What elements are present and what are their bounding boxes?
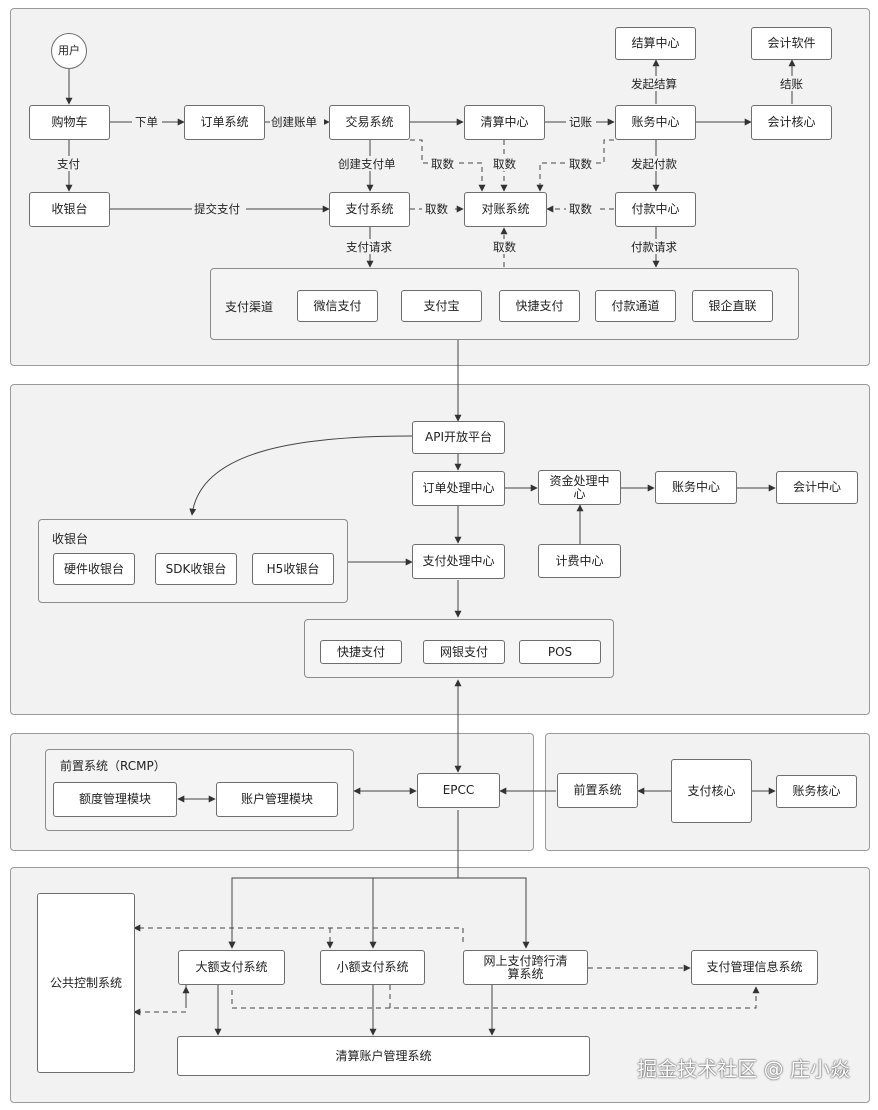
public-control-system-node: 公共控制系统 bbox=[37, 893, 135, 1073]
payout-center-node: 付款中心 bbox=[615, 192, 696, 227]
wechat-pay-node: 微信支付 bbox=[297, 290, 378, 322]
watermark: 掘金技术社区 @ 庄小焱 bbox=[637, 1057, 850, 1081]
order-system-node: 订单系统 bbox=[184, 105, 265, 140]
accounting-core-node: 会计核心 bbox=[751, 105, 832, 140]
accounting-software-node: 会计软件 bbox=[751, 27, 832, 60]
fee-center-node: 计费中心 bbox=[538, 544, 621, 578]
payment-core-node: 支付核心 bbox=[671, 759, 752, 823]
rcmp-group-title: 前置系统（RCMP） bbox=[60, 759, 166, 773]
quick-pay-mid-node: 快捷支付 bbox=[320, 640, 402, 664]
reconciliation-system-node: 对账系统 bbox=[464, 192, 547, 227]
online-cross-bank-clearing-node: 网上支付跨行清算系统 bbox=[463, 950, 588, 985]
cashier-top-node: 收银台 bbox=[29, 192, 110, 227]
payout-channel-node: 付款通道 bbox=[595, 290, 676, 322]
hardware-cashier-node: 硬件收银台 bbox=[53, 553, 135, 585]
small-payment-system-node: 小额支付系统 bbox=[320, 950, 425, 985]
pos-node: POS bbox=[519, 640, 601, 664]
bank-direct-node: 银企直联 bbox=[692, 290, 773, 322]
account-center-top-node: 账务中心 bbox=[615, 105, 696, 140]
payment-system-node: 支付系统 bbox=[329, 192, 410, 227]
trade-system-node: 交易系统 bbox=[329, 105, 410, 140]
accounting-center-node: 会计中心 bbox=[776, 471, 858, 504]
account-core-right-node: 账务核心 bbox=[776, 775, 857, 808]
clearing-center-node: 清算中心 bbox=[464, 105, 545, 140]
order-processing-node: 订单处理中心 bbox=[412, 471, 505, 506]
front-system-node: 前置系统 bbox=[557, 773, 638, 808]
ebank-pay-node: 网银支付 bbox=[423, 640, 505, 664]
sdk-cashier-node: SDK收银台 bbox=[155, 553, 237, 585]
quick-pay-top-node: 快捷支付 bbox=[499, 290, 580, 322]
h5-cashier-node: H5收银台 bbox=[252, 553, 334, 585]
api-platform-node: API开放平台 bbox=[412, 421, 505, 454]
settlement-center-node: 结算中心 bbox=[615, 27, 696, 60]
fund-processing-node: 资金处理中心 bbox=[538, 470, 621, 505]
payment-mgmt-info-system-node: 支付管理信息系统 bbox=[691, 950, 818, 985]
user-node: 用户 bbox=[51, 33, 87, 69]
payment-channels-title: 支付渠道 bbox=[225, 300, 274, 314]
quota-module-node: 额度管理模块 bbox=[53, 782, 177, 817]
large-payment-system-node: 大额支付系统 bbox=[178, 950, 285, 985]
alipay-node: 支付宝 bbox=[401, 290, 482, 322]
account-center-mid-node: 账务中心 bbox=[655, 471, 737, 504]
payment-processing-node: 支付处理中心 bbox=[412, 544, 505, 579]
cart-node: 购物车 bbox=[29, 105, 110, 140]
account-mgmt-module-node: 账户管理模块 bbox=[216, 782, 338, 817]
epcc-node: EPCC bbox=[417, 773, 500, 808]
cashier-group-title: 收银台 bbox=[52, 532, 89, 546]
clearing-account-mgmt-node: 清算账户管理系统 bbox=[177, 1036, 590, 1076]
